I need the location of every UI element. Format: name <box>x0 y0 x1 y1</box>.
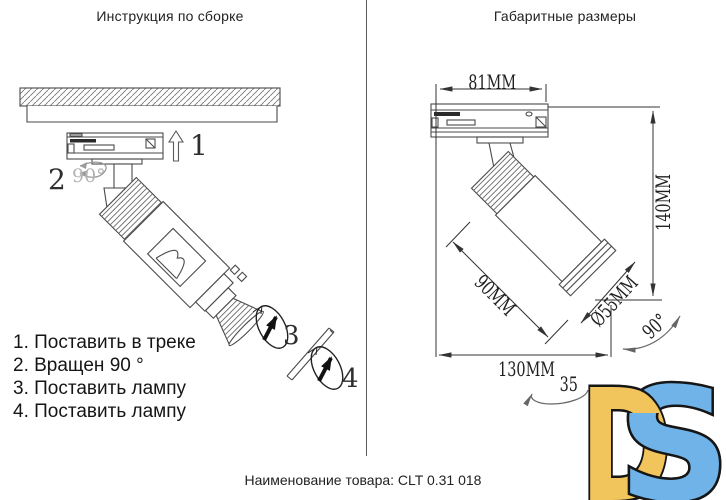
logo-s-overlap: S <box>616 354 726 500</box>
assembly-step-3: 3. Поставить лампу <box>13 378 186 399</box>
spotlight-body <box>98 176 264 347</box>
panel-divider <box>366 0 367 456</box>
assembly-steps-list: 1. Поставить в треке 2. Вращен 90 ° 3. П… <box>13 331 196 423</box>
left-panel-title: Инструкция по сборке <box>96 8 244 24</box>
step-marker-1: 1 <box>190 129 208 162</box>
tube-lamp <box>286 327 335 381</box>
left-assembly-diagram <box>19 87 344 390</box>
spotlight-body-right <box>470 150 617 297</box>
ds-logo: S D S <box>578 352 726 500</box>
right-panel-title: Габаритные размеры <box>493 8 637 24</box>
product-name-label: Наименование товара: CLT 0.31 018 <box>244 472 482 488</box>
svg-text:S: S <box>618 354 726 500</box>
rotation-arrow-step3 <box>252 305 289 349</box>
assembly-step-1: 1. Поставить в треке <box>13 332 196 353</box>
track-profile <box>26 106 278 123</box>
tilt-90-arc <box>622 315 681 353</box>
assembly-step-4: 4. Поставить лампу <box>13 401 186 422</box>
ceiling-hatch <box>19 87 281 107</box>
step-marker-2: 2 <box>48 163 66 196</box>
dim-overall-length: 130MM <box>498 357 556 381</box>
step-marker-3: 3 <box>283 321 300 351</box>
step-marker-4: 4 <box>342 364 359 394</box>
gu10-bulb <box>215 297 264 347</box>
rotate-35-arc <box>523 389 589 407</box>
track-adapter <box>66 132 164 165</box>
dimension-lines <box>435 84 662 358</box>
dim-rotation-angle: 35 <box>559 372 579 396</box>
insert-up-arrow <box>167 129 185 162</box>
logo-letter-d: D <box>580 356 672 500</box>
step-2-angle-label: 90° <box>72 165 106 187</box>
logo-letter-s: S <box>618 354 726 500</box>
assembly-step-2: 2. Вращен 90 ° <box>13 355 144 376</box>
right-dimension-diagram <box>430 84 681 407</box>
track-adapter-right <box>430 103 549 144</box>
dim-height: 140MM <box>651 173 675 231</box>
rotate-90-swoosh <box>79 161 107 178</box>
rotation-arrow-step4 <box>307 346 344 390</box>
dim-track-width: 81MM <box>468 70 516 94</box>
